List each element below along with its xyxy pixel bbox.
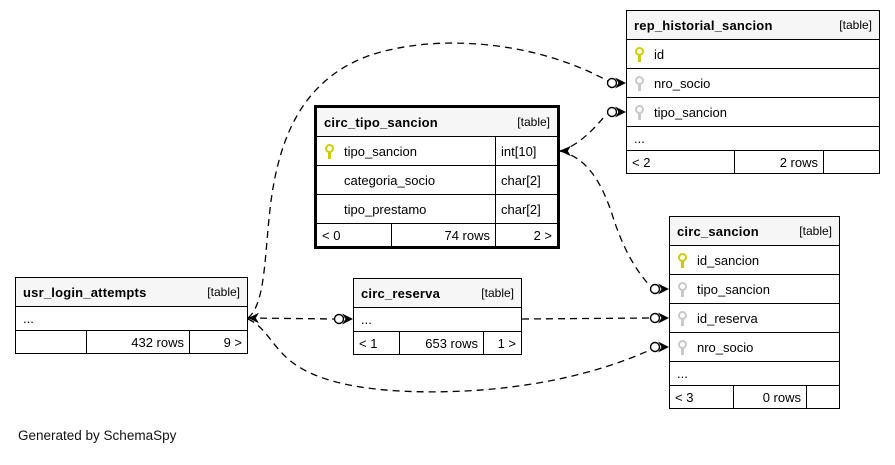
footer-children-count xyxy=(823,151,879,173)
relationship-circ_tipo_sancion-rep_historial_sancion xyxy=(559,116,605,152)
column-name: categoria_socio xyxy=(344,172,436,188)
table-tag: [table] xyxy=(207,285,240,299)
column-type: int[10] xyxy=(495,137,557,165)
column-name: tipo_sancion xyxy=(697,281,770,297)
column-row: nro_socio xyxy=(670,333,839,362)
table-tag: [table] xyxy=(481,286,514,300)
arrowhead-icon xyxy=(658,283,669,295)
table-title[interactable]: circ_tipo_sancion xyxy=(324,114,438,130)
hidden-columns-ellipsis: ... xyxy=(354,308,521,332)
footer-row-count: 653 rows xyxy=(399,332,483,354)
hidden-columns-ellipsis: ... xyxy=(670,362,839,386)
table-header[interactable]: rep_historial_sancion [table] xyxy=(627,11,879,40)
column-row: nro_socio xyxy=(627,69,879,98)
arrowhead-icon xyxy=(560,145,571,157)
primary-key-icon xyxy=(325,143,334,159)
footer-parents-count: < 1 xyxy=(359,335,378,351)
table-title[interactable]: circ_reserva xyxy=(361,285,441,301)
foreign-key-icon xyxy=(678,339,687,355)
hidden-columns-ellipsis: ... xyxy=(16,307,247,331)
table-tag: [table] xyxy=(799,224,832,238)
generated-by-note: Generated by SchemaSpy xyxy=(18,428,177,443)
table-circ-sancion: circ_sancion [table] id_sancion tipo_san… xyxy=(669,216,840,409)
table-title[interactable]: rep_historial_sancion xyxy=(634,17,773,33)
arrowhead-icon xyxy=(342,313,353,325)
arrowhead-icon xyxy=(248,312,259,324)
table-footer: < 3 0 rows xyxy=(670,386,839,408)
table-tag: [table] xyxy=(517,115,550,129)
table-circ-reserva: circ_reserva [table] ... < 1 653 rows 1 … xyxy=(353,278,522,355)
hidden-columns-ellipsis: ... xyxy=(627,127,879,151)
column-row: tipo_sancion xyxy=(670,275,839,304)
relationship-circ_reserva-circ_sancion xyxy=(521,317,651,320)
footer-parents-count: < 3 xyxy=(675,389,694,405)
footer-row-count: 74 rows xyxy=(391,224,495,246)
column-name: tipo_prestamo xyxy=(344,201,427,217)
column-row: tipo_sancion int[10] xyxy=(317,137,557,166)
column-name: nro_socio xyxy=(654,75,711,91)
table-tag: [table] xyxy=(839,18,872,32)
relationship-circle xyxy=(649,283,661,295)
footer-row-count: 2 rows xyxy=(734,151,823,173)
table-header[interactable]: circ_tipo_sancion [table] xyxy=(317,108,557,137)
table-header[interactable]: usr_login_attempts [table] xyxy=(16,278,247,307)
table-header[interactable]: circ_sancion [table] xyxy=(670,217,839,246)
arrowhead-icon xyxy=(658,341,669,353)
table-footer: < 0 74 rows 2 > xyxy=(317,224,557,246)
column-type: char[2] xyxy=(495,195,557,223)
footer-row-count: 0 rows xyxy=(733,386,806,408)
footer-row-count: 432 rows xyxy=(86,331,189,353)
column-row: id xyxy=(627,40,879,69)
relationship-circle xyxy=(333,313,345,325)
table-footer: 432 rows 9 > xyxy=(16,331,247,353)
footer-parents-count xyxy=(16,331,86,353)
relationship-usr_login_attempts-circ_reserva xyxy=(247,317,335,320)
column-row: id_reserva xyxy=(670,304,839,333)
column-type: char[2] xyxy=(495,166,557,194)
column-name: tipo_sancion xyxy=(654,104,727,120)
foreign-key-icon xyxy=(635,104,644,120)
footer-children-count: 1 > xyxy=(483,332,521,354)
column-name: id_sancion xyxy=(697,252,760,268)
table-title[interactable]: usr_login_attempts xyxy=(23,284,147,300)
relationship-circle xyxy=(649,312,661,324)
column-row: id_sancion xyxy=(670,246,839,275)
primary-key-icon xyxy=(635,46,644,62)
footer-children-count: 9 > xyxy=(189,331,247,353)
column-name: id xyxy=(654,46,665,62)
footer-children-count xyxy=(806,386,839,408)
column-row: categoria_socio char[2] xyxy=(317,166,557,195)
relationship-circle xyxy=(606,106,618,118)
footer-parents-count: < 2 xyxy=(632,154,651,170)
arrowhead-icon xyxy=(615,77,626,89)
column-row: tipo_prestamo char[2] xyxy=(317,195,557,224)
relationship-circle xyxy=(649,341,661,353)
column-name: id_reserva xyxy=(697,310,758,326)
primary-key-icon xyxy=(678,252,687,268)
table-footer: < 2 2 rows xyxy=(627,151,879,173)
table-title[interactable]: circ_sancion xyxy=(677,223,759,239)
arrowhead-icon xyxy=(658,312,669,324)
arrowhead-icon xyxy=(615,106,626,118)
table-circ-tipo-sancion: circ_tipo_sancion [table] tipo_sancion i… xyxy=(314,105,560,249)
foreign-key-icon xyxy=(678,281,687,297)
footer-parents-count: < 0 xyxy=(322,227,341,243)
table-footer: < 1 653 rows 1 > xyxy=(354,332,521,354)
column-name: tipo_sancion xyxy=(344,143,417,159)
foreign-key-icon xyxy=(678,310,687,326)
table-usr-login-attempts: usr_login_attempts [table] ... 432 rows … xyxy=(15,277,248,354)
column-name: nro_socio xyxy=(697,339,754,355)
relationship-circle xyxy=(606,77,618,89)
table-header[interactable]: circ_reserva [table] xyxy=(354,279,521,308)
footer-children-count: 2 > xyxy=(495,224,557,246)
column-row: tipo_sancion xyxy=(627,98,879,127)
foreign-key-icon xyxy=(635,75,644,91)
table-rep-historial-sancion: rep_historial_sancion [table] id nro_soc… xyxy=(626,10,880,174)
